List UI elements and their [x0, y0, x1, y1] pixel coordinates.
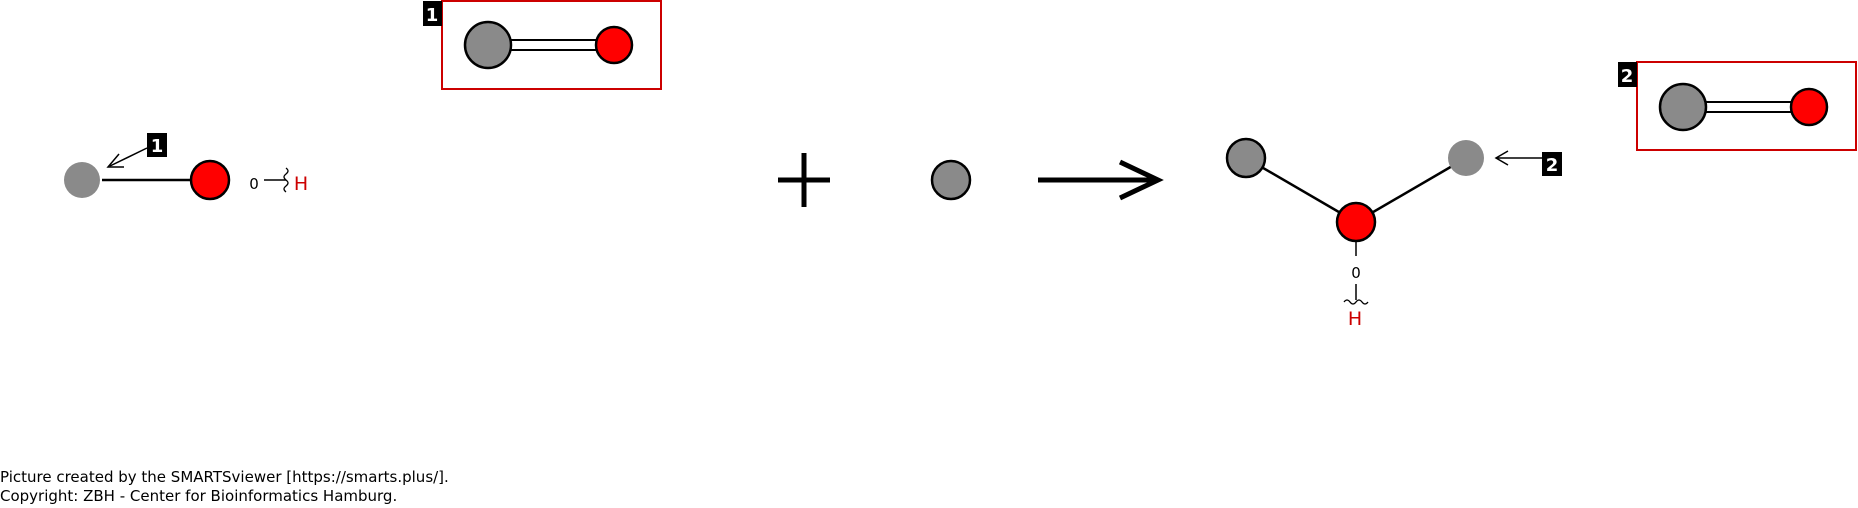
reactant-molecule: 0 H 1: [64, 133, 308, 201]
bond-right: [1355, 156, 1467, 224]
wavy-bond-icon: [283, 167, 289, 193]
bond-left: [1245, 156, 1357, 224]
bond-order-label: 0: [1351, 264, 1361, 282]
carbon-atom: [64, 162, 100, 198]
plus-sign: [778, 153, 830, 207]
map-marker-box: [1542, 152, 1562, 176]
hydrogen-label: H: [1348, 308, 1362, 330]
map-marker-label: 2: [1546, 155, 1559, 176]
group-box-2: 2: [1618, 61, 1857, 151]
wavy-bond-icon: [1343, 299, 1369, 305]
reaction-arrow-icon: [1038, 159, 1164, 201]
carbon-atom: [1448, 140, 1484, 176]
carbon-atom: [1658, 82, 1708, 132]
oxygen-atom: [1335, 201, 1377, 243]
map-arrow: [109, 147, 148, 167]
box-border: [441, 0, 662, 90]
map-marker-box: [147, 133, 167, 157]
group-box-1: 1: [423, 0, 662, 90]
arrowhead-icon: [106, 153, 124, 168]
footer: Picture created by the SMARTSviewer [htt…: [0, 468, 449, 506]
hydrogen-label: H: [294, 173, 308, 195]
oxygen-atom: [189, 159, 231, 201]
carbon-atom: [1225, 137, 1267, 179]
footer-copyright: Copyright: ZBH - Center for Bioinformati…: [0, 487, 398, 505]
carbon-atom: [463, 20, 513, 70]
footer-credit: Picture created by the SMARTSviewer [htt…: [0, 468, 449, 486]
map-marker-label: 1: [151, 136, 164, 157]
box-border: [1636, 61, 1857, 151]
box-marker: [423, 1, 442, 26]
oxygen-atom: [594, 25, 634, 65]
box-marker: [1618, 62, 1637, 87]
bond-order-label: 0: [249, 175, 259, 193]
oxygen-atom: [1789, 87, 1829, 127]
box-marker-label: 1: [426, 5, 439, 26]
product-molecule: 0 H 2: [1225, 137, 1562, 330]
box-marker-label: 2: [1621, 66, 1634, 87]
arrowhead-icon: [1494, 150, 1509, 166]
carbon-atom: [930, 159, 972, 201]
